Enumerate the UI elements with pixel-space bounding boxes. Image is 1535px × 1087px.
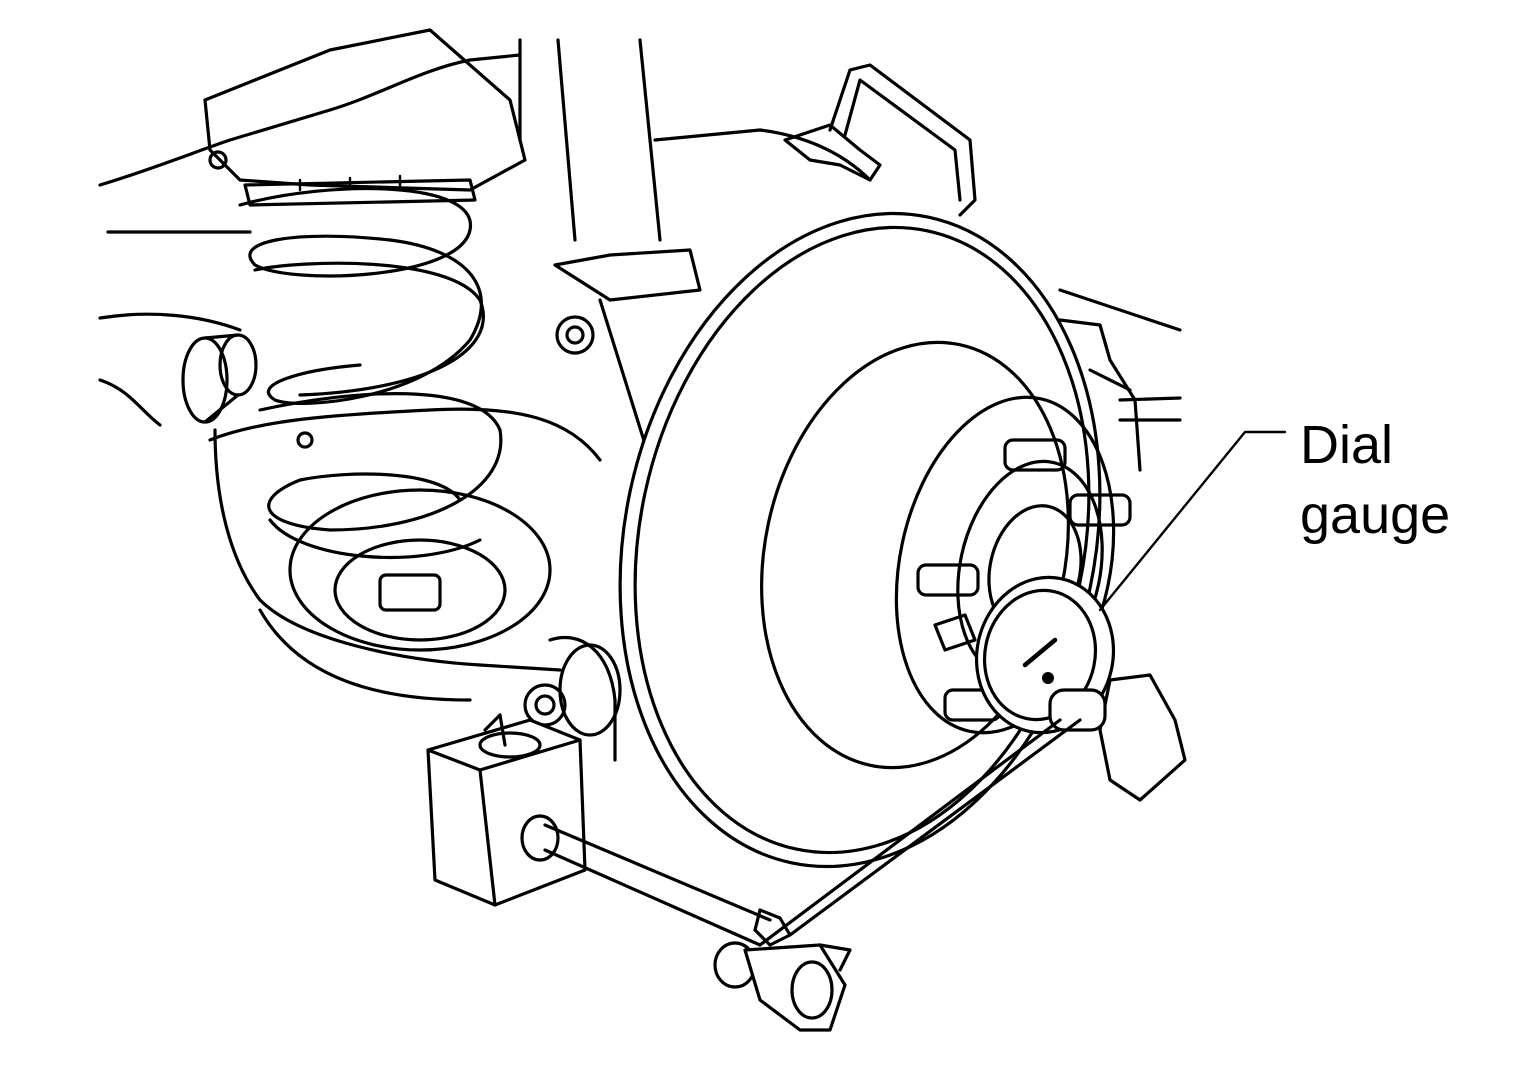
dial-gauge-label: Dial gauge xyxy=(1300,410,1450,550)
upper-spring-seat xyxy=(203,28,527,207)
coil-spring xyxy=(238,187,503,560)
chassis-frame xyxy=(98,38,1182,427)
dial-gauge xyxy=(933,575,1187,802)
callout-leader xyxy=(1098,430,1287,612)
label-line-1: Dial xyxy=(1300,415,1394,475)
hex-bolts xyxy=(523,315,595,727)
caliper-bracket xyxy=(1058,318,1142,472)
gauge-rods xyxy=(520,718,1082,1032)
label-line-2: gauge xyxy=(1300,485,1451,545)
lower-control-arm xyxy=(208,407,602,702)
magnetic-base xyxy=(426,713,587,907)
brake-rotor xyxy=(618,211,1116,869)
gauge-needle xyxy=(1022,637,1058,668)
brake-line-bracket xyxy=(783,63,977,217)
rod-clamp xyxy=(713,941,852,1032)
gauge-stem xyxy=(933,613,977,652)
gauge-pivot xyxy=(1042,672,1054,684)
arm-bushing xyxy=(181,333,258,424)
